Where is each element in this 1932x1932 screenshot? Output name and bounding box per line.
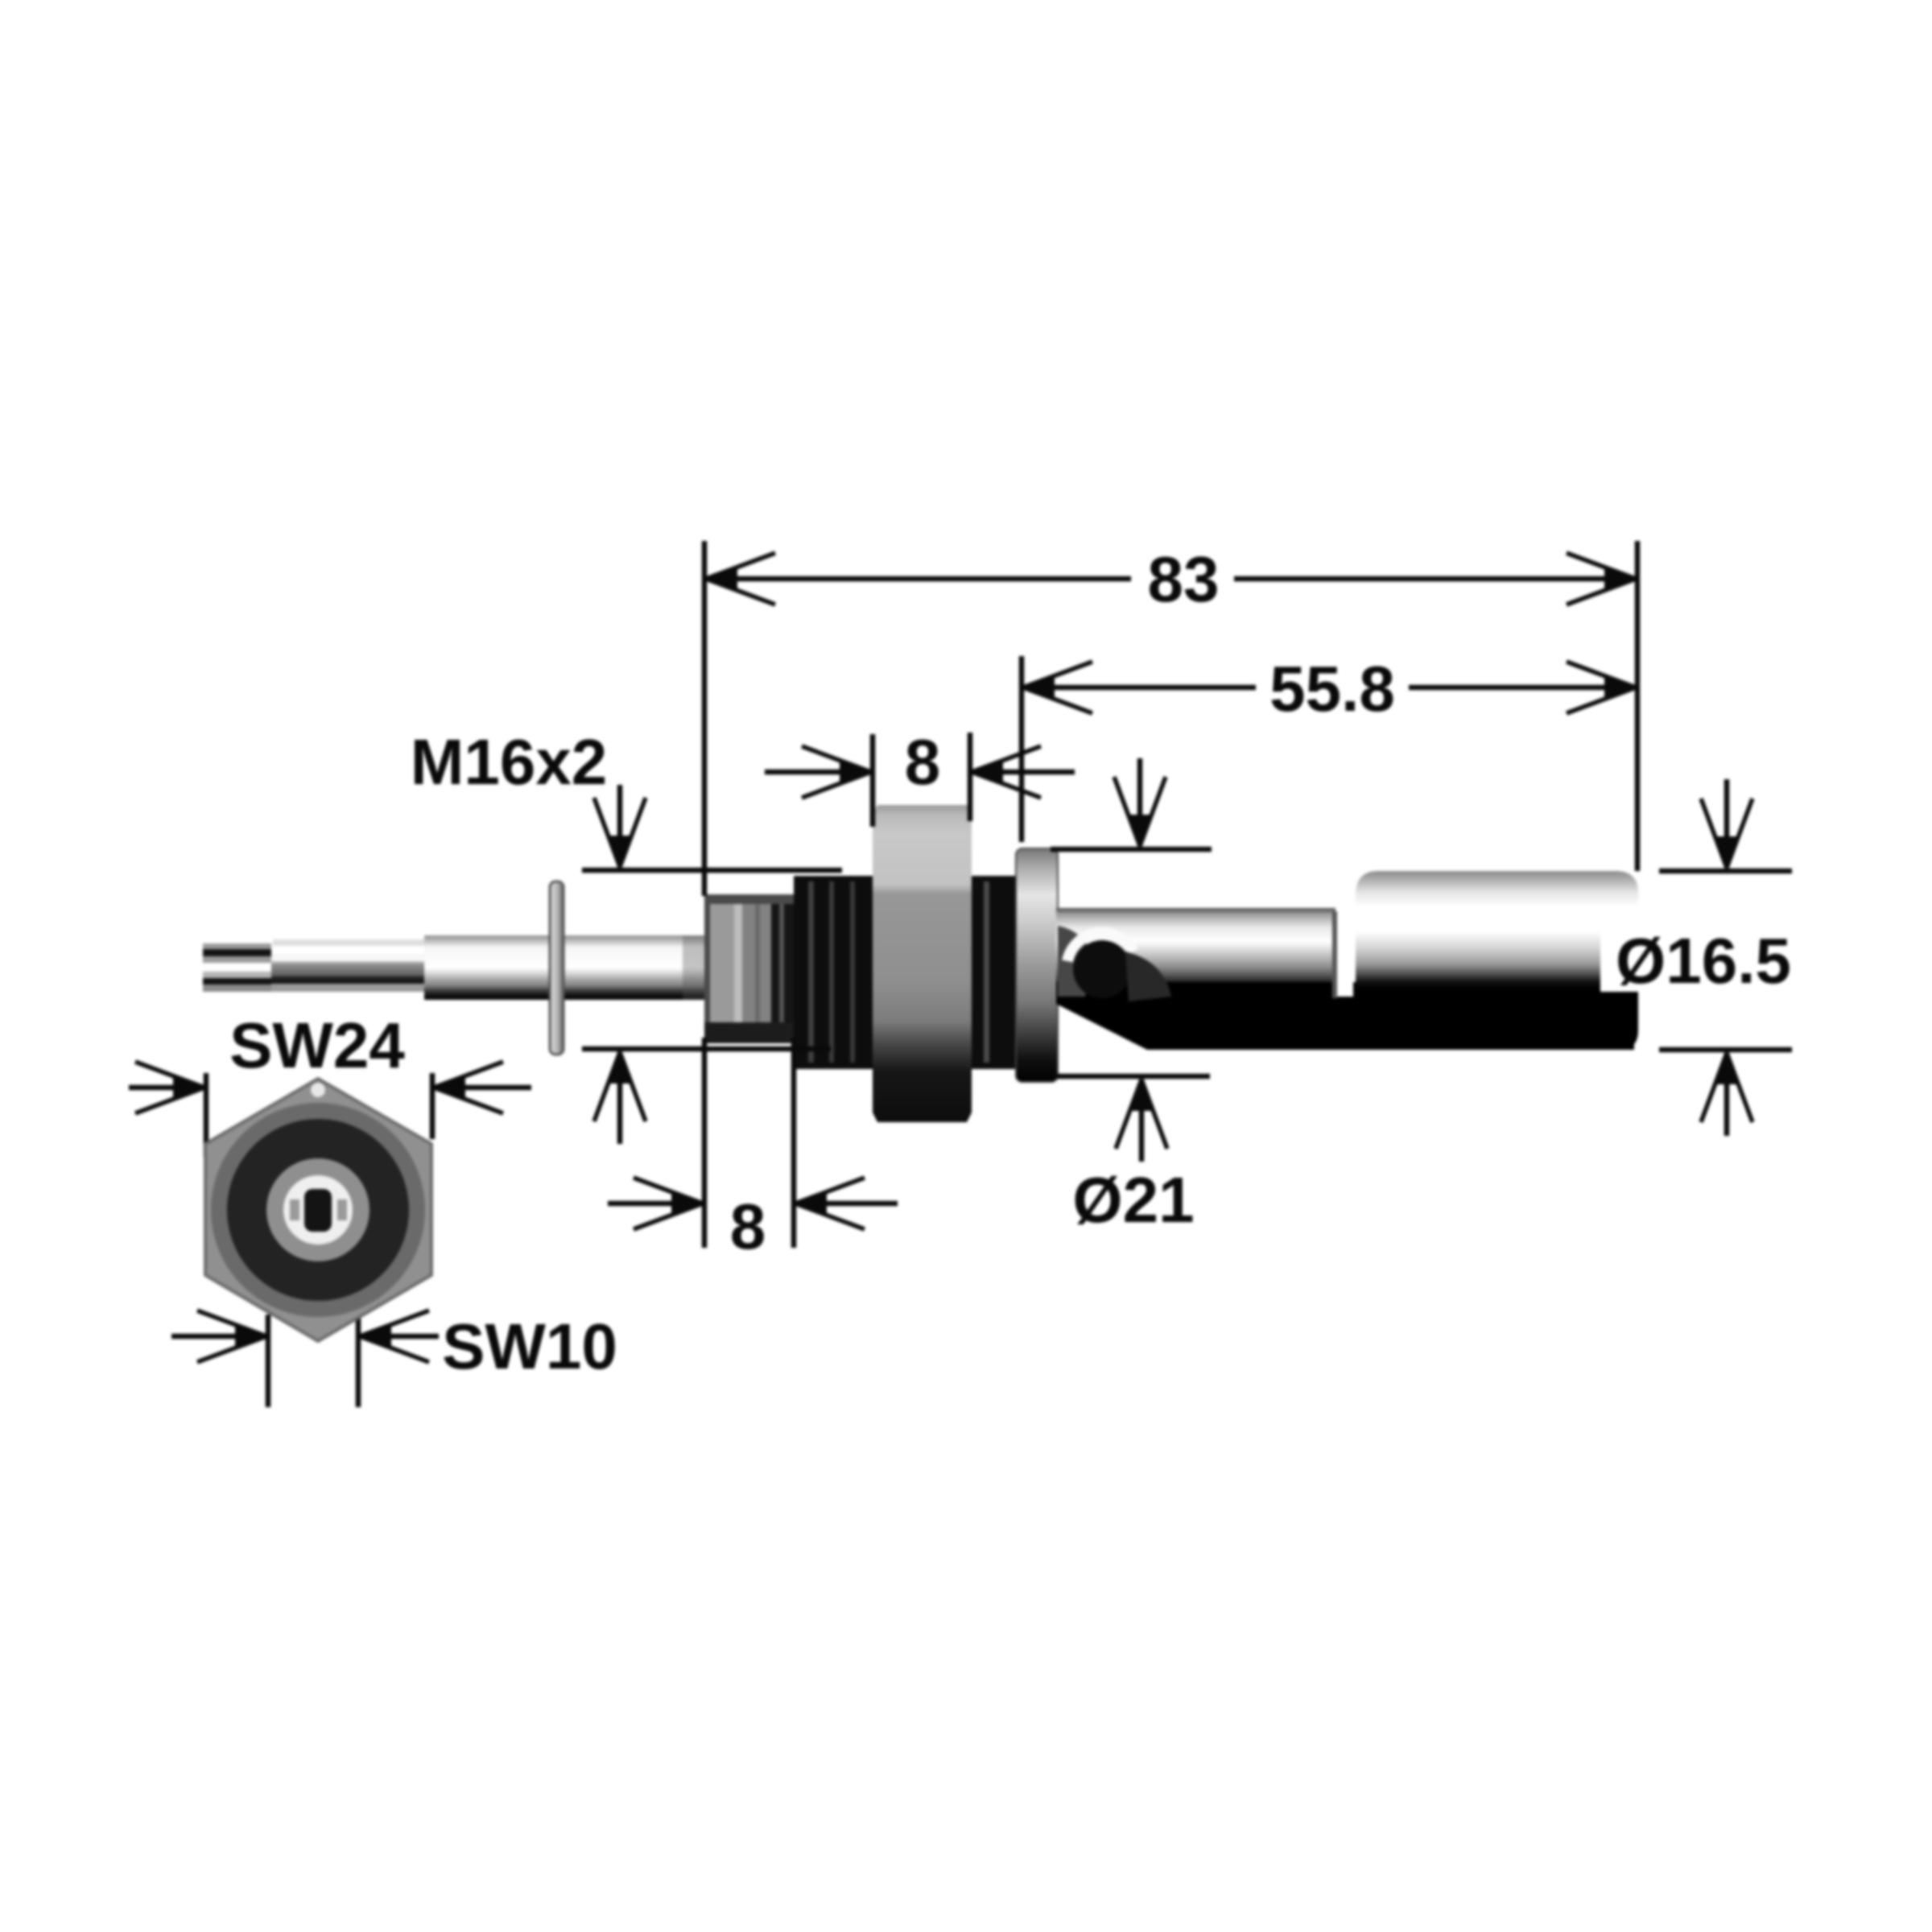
- svg-text:Ø16.5: Ø16.5: [1616, 925, 1791, 997]
- svg-text:SW24: SW24: [229, 1009, 405, 1081]
- svg-text:55.8: 55.8: [1269, 653, 1395, 724]
- svg-text:SW10: SW10: [442, 1311, 617, 1382]
- svg-text:83: 83: [1148, 543, 1220, 615]
- svg-text:M16x2: M16x2: [411, 726, 608, 798]
- svg-text:Ø21: Ø21: [1072, 1164, 1194, 1236]
- svg-text:8: 8: [905, 726, 941, 798]
- svg-text:8: 8: [730, 1191, 766, 1262]
